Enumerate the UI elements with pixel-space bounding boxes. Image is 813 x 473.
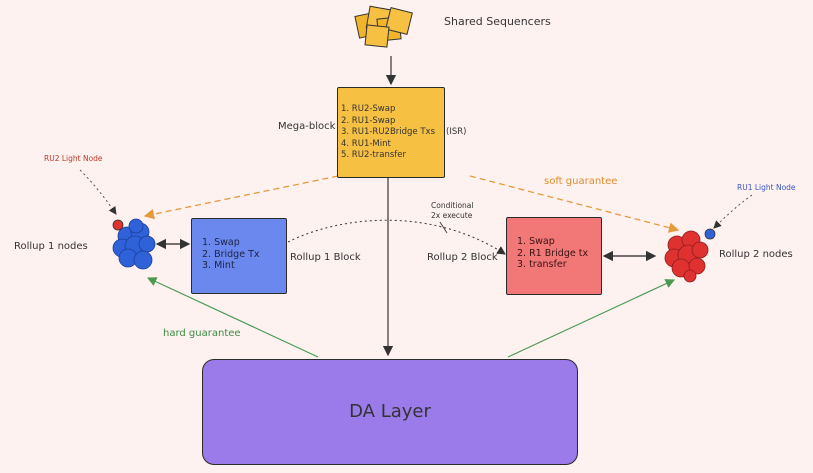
mega-block-item: 4. RU1-Mint [341, 138, 391, 149]
rollup1-block-item: 2. Bridge Tx [202, 248, 260, 260]
rollup1-nodes-label: Rollup 1 nodes [14, 241, 88, 252]
ru1-light-node-pointer [713, 194, 753, 229]
hard-guarantee-label: hard guarantee [163, 328, 241, 339]
rollup2-block-item: 1. Swap [517, 236, 555, 247]
ru2-light-node-label: RU2 Light Node [44, 154, 103, 163]
hard-guarantee-arrow-right [507, 279, 676, 358]
rollup1-block-label: Rollup 1 Block [290, 252, 361, 263]
rollup2-block-label: Rollup 2 Block [427, 252, 498, 263]
rollup1-block: 1. Swap 2. Bridge Tx 3. Mint [191, 218, 287, 294]
rollup1-block-item: 1. Swap [202, 237, 240, 248]
da-layer-block: DA Layer [202, 359, 578, 465]
mega-block-item: 1. RU2-Swap [341, 104, 396, 114]
conditional-pointer [439, 221, 448, 234]
rollup1-node-cluster-icon [112, 218, 156, 270]
conditional-label: Conditional 2x execute [431, 201, 473, 221]
mega-block: 1. RU2-Swap 2. RU1-Swap 3. RU1-RU2Bridge… [337, 87, 445, 178]
da-layer-label: DA Layer [349, 401, 431, 422]
rollup2-block-item: 3. transfer [517, 259, 567, 270]
hard-guarantee-arrow-left [146, 277, 319, 358]
soft-guarantee-arrow-left [143, 175, 339, 220]
ru2-light-node-icon [112, 219, 124, 231]
isr-label: (ISR) [446, 127, 467, 137]
soft-guarantee-arrow-right [469, 175, 680, 233]
mega-block-item: 2. RU1-Swap [341, 115, 396, 126]
rollup1-block-item: 3. Mint [202, 260, 235, 271]
conditional-line-1: Conditional [431, 201, 474, 210]
ru2-light-node-pointer [79, 169, 117, 215]
sequencers-label: Shared Sequencers [444, 15, 551, 28]
conditional-line-2: 2x execute [431, 211, 473, 220]
soft-guarantee-label: soft guarantee [544, 176, 618, 187]
mega-block-label: Mega-block [278, 121, 336, 132]
conditional-arrow [287, 219, 506, 255]
rollup2-block: 1. Swap 2. R1 Bridge tx 3. transfer [506, 217, 602, 295]
mega-block-item: 3. RU1-RU2Bridge Txs [341, 127, 436, 137]
rollup2-block-item: 2. R1 Bridge tx [517, 247, 589, 259]
rollup2-node-cluster-icon [664, 230, 709, 283]
ru1-light-node-icon [704, 228, 716, 240]
mega-block-item: 5. RU2-transfer [341, 150, 406, 160]
ru1-light-node-label: RU1 Light Node [737, 183, 796, 192]
sequencer-icon [354, 5, 413, 48]
rollup2-nodes-label: Rollup 2 nodes [719, 249, 793, 260]
